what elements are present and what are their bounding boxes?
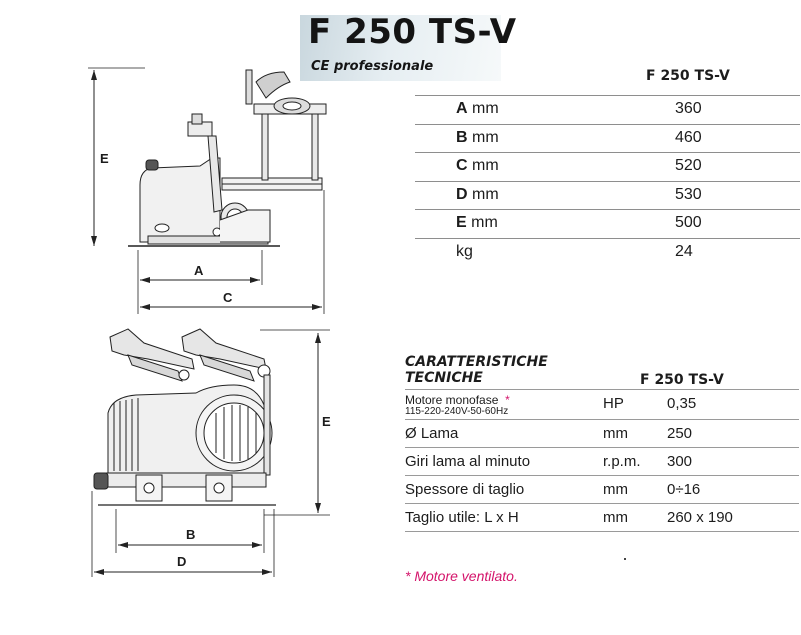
dimensions-column-header: F 250 TS-V [646,68,730,84]
stray-dot [624,558,626,560]
model-title: F 250 TS-V [308,12,517,52]
feature-unit: HP [603,395,624,412]
feature-label: Taglio utile: L x H [405,509,519,526]
dimension-value: 500 [675,214,702,232]
features-title: CARATTERISTICHE TECNICHE [405,354,548,386]
footnote: * Motore ventilato. [405,568,518,584]
front-dimension-b-label: B [186,527,195,542]
dimension-row-weight: kg 24 [415,237,800,267]
feature-row-blade: Ø Lama mm 250 [405,419,799,447]
side-dimension-a-label: A [194,263,204,278]
features-column-header: F 250 TS-V [640,372,724,388]
front-view-drawing: E B D [91,328,331,577]
feature-row-cut-size: Taglio utile: L x H mm 260 x 190 [405,503,799,532]
feature-row-thickness: Spessore di taglio mm 0÷16 [405,475,799,503]
feature-unit: r.p.m. [603,453,641,470]
feature-value: 0,35 [667,395,697,412]
feature-unit: mm [603,509,628,526]
front-dimension-e-label: E [322,414,331,429]
dimensions-table: A mm 360 B mm 460 C mm 520 D mm 530 E mm… [415,95,800,267]
motor-voltage: 115-220-240V-50-60Hz [405,406,509,417]
dimension-label: A mm [456,100,499,117]
dimension-row-e: E mm 500 [415,209,800,238]
dimension-value: 460 [675,128,702,146]
title-banner [300,15,501,81]
feature-row-motor: Motore monofase * 115-220-240V-50-60Hz H… [405,389,799,419]
dimension-value: 530 [675,185,702,203]
front-dimension-d-label: D [177,554,186,569]
feature-value: 0÷16 [667,481,701,498]
model-subtitle: CE professionale [311,59,434,74]
feature-value: 300 [667,453,693,470]
feature-unit: mm [603,425,628,442]
dimension-label: kg [456,242,473,260]
dimension-row-a: A mm 360 [415,95,800,124]
dimension-row-d: D mm 530 [415,180,800,210]
feature-row-rpm: Giri lama al minuto r.p.m. 300 [405,447,799,475]
feature-value: 260 x 190 [667,509,733,526]
dimension-label: E mm [456,214,498,232]
feature-unit: mm [603,481,628,498]
feature-label: Spessore di taglio [405,481,525,498]
dimension-value: 360 [675,100,702,117]
dimension-label: C mm [456,157,499,175]
feature-label: Ø Lama [405,425,459,442]
dimension-row-b: B mm 460 [415,123,800,153]
side-dimension-e-label: E [100,151,109,166]
dimension-label: B mm [456,128,499,146]
feature-label: Motore monofase * [405,393,510,407]
side-view-drawing: E A C [88,67,327,314]
dimension-value: 520 [675,157,702,175]
feature-value: 250 [667,425,693,442]
dimension-label: D mm [456,185,499,203]
dimension-row-c: C mm 520 [415,152,800,181]
star-marker: * [505,393,510,407]
features-table: Motore monofase * 115-220-240V-50-60Hz H… [405,389,799,532]
dimension-value: 24 [675,242,693,260]
side-dimension-c-label: C [223,290,233,305]
feature-label: Giri lama al minuto [405,453,531,470]
